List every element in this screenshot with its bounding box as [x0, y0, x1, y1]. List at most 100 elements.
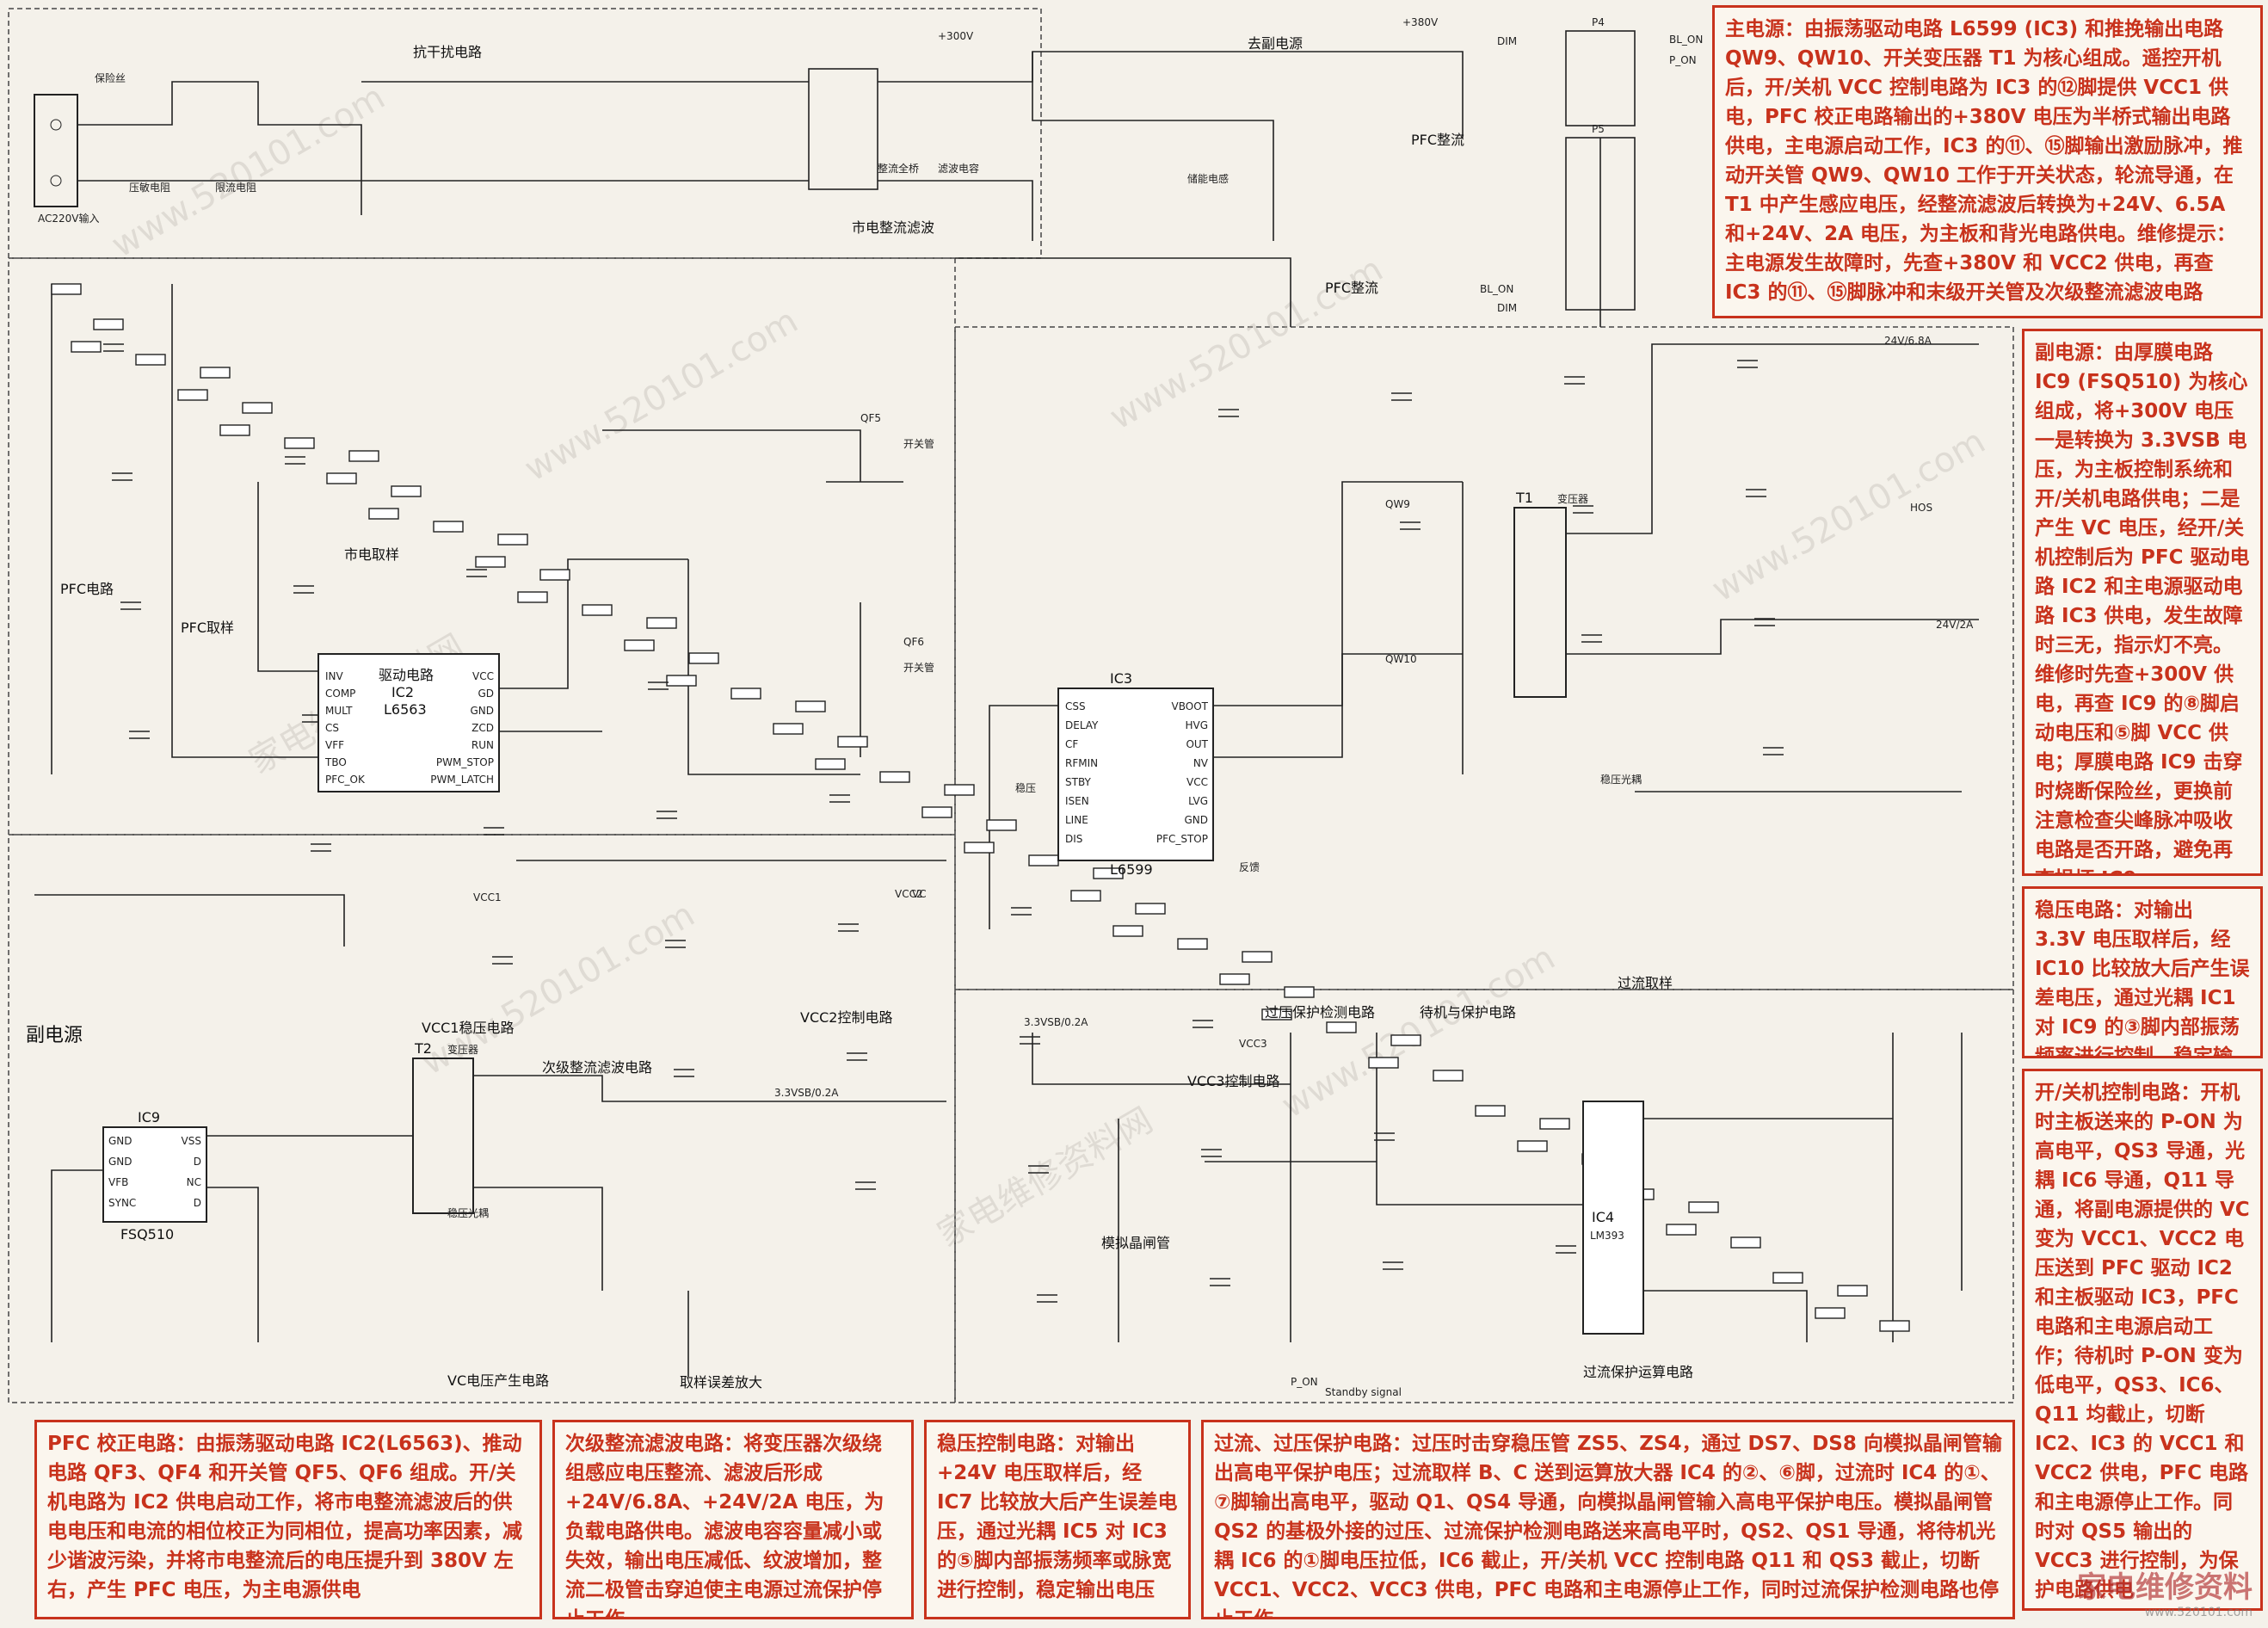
- resistor-42: [624, 639, 655, 651]
- resistor-30: [730, 688, 761, 700]
- ic3-chip: IC3 L6599 CSSDELAYCFRFMINSTBYISENLINEDIS…: [1057, 670, 1214, 878]
- note-regulation-text: 稳压电路：对输出 3.3V 电压取样后，经 IC10 比较放大后产生误差电压，通…: [2035, 899, 2250, 1058]
- ic3-left-pin-3: RFMIN: [1065, 757, 1098, 769]
- resistor-17: [688, 652, 719, 664]
- t1-label: T1: [1515, 490, 1533, 506]
- to-sub-power-title: 去副电源: [1248, 35, 1303, 52]
- note-protect: 过流、过压保护电路：过压时击穿稳压管 ZS5、ZS4，通过 DS7、DS8 向模…: [1201, 1420, 2015, 1619]
- pon-label: P_ON: [1669, 54, 1697, 66]
- ovp-detect-title: 过压保护检测电路: [1265, 1004, 1375, 1021]
- note-main-power: 主电源：由振荡驱动电路 L6599 (IC3) 和推挽输出电路 QW9、QW10…: [1712, 5, 2263, 318]
- qf6-label: QF6: [903, 636, 924, 648]
- resistor-5: [795, 700, 826, 712]
- ic9-pins-pin-2: VFB: [108, 1176, 128, 1188]
- ic4-chip: IC4 LM393: [1582, 1101, 1644, 1335]
- resistor-27: [284, 437, 315, 449]
- t1-body: [1513, 507, 1567, 698]
- feedback-label: 反馈: [1239, 861, 1260, 873]
- wire-10: [499, 558, 688, 689]
- mains-rect-title: 市电整流滤波: [852, 219, 934, 236]
- resistor-45: [1070, 890, 1101, 902]
- v380-label: +380V: [1402, 16, 1439, 28]
- sample-amp-title: 取样误差放大: [680, 1374, 762, 1391]
- resistor-9: [1390, 1034, 1421, 1046]
- resistor-19: [986, 819, 1017, 831]
- resistor-58: [1112, 925, 1143, 937]
- ic9-name: FSQ510: [120, 1226, 174, 1243]
- ic3-left-pin-6: LINE: [1065, 814, 1088, 826]
- wire-28: [473, 1187, 603, 1291]
- ic3-name: L6599: [1110, 861, 1153, 878]
- wire-21: [1566, 343, 1979, 534]
- optocoupler-label: 稳压光耦: [1600, 773, 1642, 786]
- transformer-t1: T1 变压器: [1513, 490, 1588, 698]
- note-sub-power-text: 副电源：由厚膜电路 IC9 (FSQ510) 为核心组成，将+300V 电压一是…: [2035, 342, 2250, 873]
- p4-body: [1565, 30, 1636, 126]
- thyristor-title: 模拟晶闸管: [1101, 1235, 1170, 1251]
- ic2-right-pin-5: PWM_STOP: [436, 756, 494, 768]
- vcc3-ctrl-title: VCC3控制电路: [1187, 1073, 1279, 1089]
- ic9-pins-right-pin-2: NC: [187, 1176, 201, 1188]
- p5-body: [1565, 137, 1636, 311]
- ic3-left-pin-1: DELAY: [1065, 719, 1099, 731]
- switch-label-1: 开关管: [903, 437, 934, 450]
- mains-sample-title: 市电取样: [344, 546, 399, 563]
- ic9-pins-right-pin-0: VSS: [182, 1135, 201, 1147]
- ic4-name: LM393: [1590, 1230, 1624, 1242]
- resistor-59: [1261, 1008, 1292, 1021]
- ic3-right-pin-7: PFC_STOP: [1156, 833, 1208, 845]
- wire-26: [206, 1187, 259, 1342]
- resistor-15: [391, 485, 422, 497]
- wire-32: [1376, 1033, 1583, 1206]
- wire-3: [878, 51, 1377, 83]
- watermark-2: www.520101.com: [518, 301, 804, 490]
- wire-18: [1213, 481, 1463, 706]
- qw10-label: QW10: [1385, 653, 1417, 665]
- ic2-left-pin-5: TBO: [324, 756, 347, 768]
- ic2-left-pin-1: COMP: [325, 688, 355, 700]
- vcc1-net: VCC1: [473, 891, 502, 903]
- resistor-47: [1368, 1057, 1399, 1069]
- resistor-22: [1433, 1070, 1464, 1082]
- ic3-left-pin-7: DIS: [1065, 833, 1082, 845]
- note-on-off: 开/关机控制电路：开机时主板送来的 P-ON 为高电平，QS3 导通，光耦 IC…: [2022, 1069, 2263, 1611]
- ic2-right-pin-1: GD: [478, 688, 494, 700]
- t2-type: 变压器: [447, 1043, 478, 1056]
- pfc-sample-title: PFC取样: [181, 620, 234, 636]
- protect-box: [954, 989, 2014, 1403]
- wire-24: [34, 894, 345, 947]
- vcc1-reg-title: VCC1稳压电路: [422, 1020, 514, 1036]
- overcurrent-title: 过流取样: [1618, 975, 1673, 991]
- bridge-label: 整流全桥: [878, 162, 919, 175]
- wire-11: [687, 559, 860, 775]
- t2-body: [412, 1058, 474, 1214]
- pon-net: P_ON: [1291, 1376, 1318, 1388]
- resistor-4: [646, 617, 677, 629]
- watermark-1: www.520101.com: [105, 77, 391, 266]
- wire-34: [1643, 1290, 1808, 1342]
- t2-label: T2: [414, 1040, 432, 1057]
- resistor-1: [200, 367, 231, 379]
- ic9-body: [102, 1126, 207, 1223]
- switch-label-2: 开关管: [903, 661, 934, 674]
- resistor-10: [1539, 1118, 1570, 1130]
- resistor-32: [1028, 854, 1059, 866]
- terminal-n: [50, 175, 62, 187]
- ic4-label: IC4: [1592, 1209, 1614, 1225]
- resistor-21: [1284, 986, 1315, 998]
- ic9-pins-right-pin-3: D: [194, 1197, 201, 1209]
- hos-label: HOS: [1910, 502, 1932, 514]
- resistor-57: [964, 842, 995, 854]
- ac-input: AC220V输入 保险丝 压敏电阻 限流电阻: [34, 71, 256, 225]
- wire-17: [989, 705, 1058, 929]
- ic3-left-pin-5: ISEN: [1065, 795, 1089, 807]
- resistor-33: [1177, 938, 1208, 950]
- note-pfc: PFC 校正电路：由振荡驱动电路 IC2(L6563)、推动电路 QF3、QF4…: [34, 1420, 542, 1619]
- ic3-label: IC3: [1110, 670, 1132, 687]
- ic3-right-pin-2: OUT: [1186, 738, 1208, 750]
- ic9-label: IC9: [138, 1109, 160, 1125]
- resistor-24: [1730, 1236, 1761, 1249]
